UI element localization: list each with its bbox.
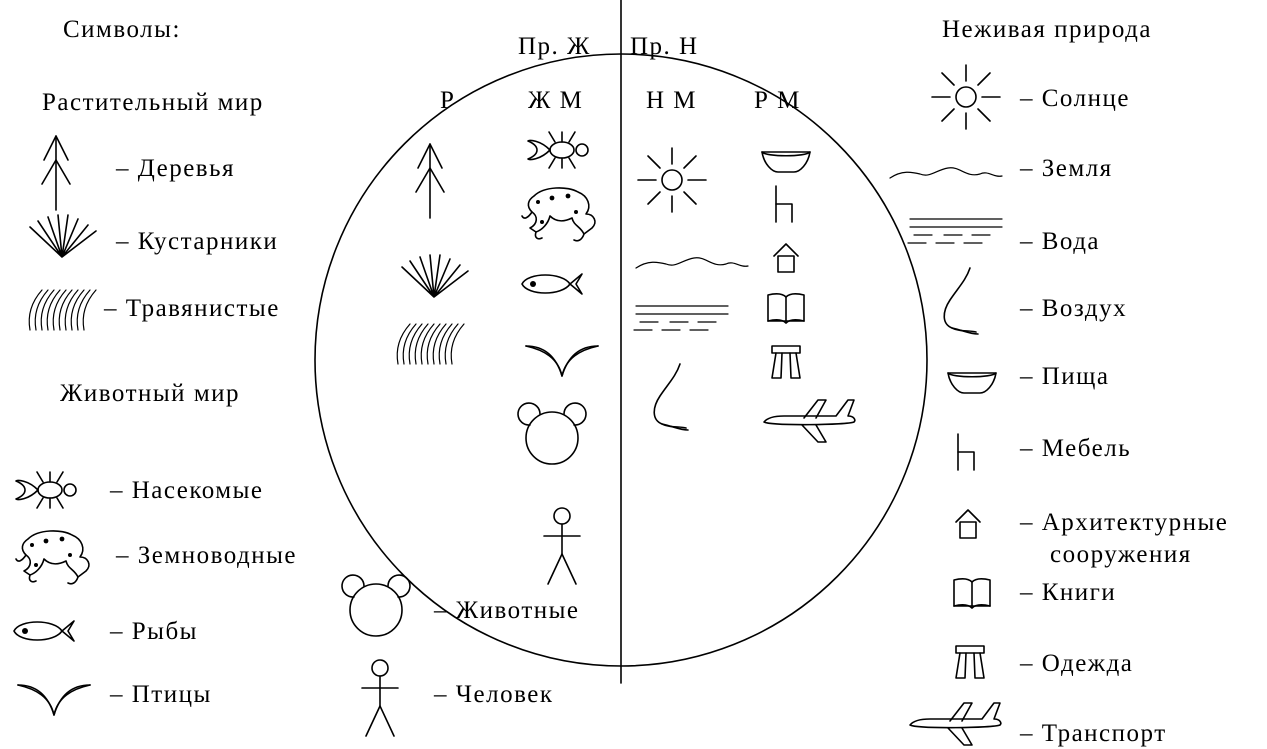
legend-architecture: – Архитектурные: [1019, 509, 1228, 536]
furniture-icon: [958, 434, 974, 470]
clothes-icon: [956, 646, 984, 678]
plant-world-title: Растительный мир: [42, 89, 264, 116]
human-icon: [544, 508, 580, 584]
legend-earth: – Земля: [1019, 155, 1113, 182]
frog-icon: [522, 188, 595, 241]
legend-trees: – Деревья: [115, 155, 235, 182]
food-icon: [762, 152, 810, 172]
water-icon: [634, 306, 728, 330]
label-pr-n: Пр. Н: [630, 33, 699, 60]
column-r-m: Р М: [754, 87, 801, 114]
legend-sun: – Солнце: [1019, 85, 1130, 112]
legend-shrubs: – Кустарники: [115, 228, 278, 255]
food-icon: [948, 373, 996, 393]
airplane-icon: [910, 703, 1001, 745]
legend-architecture-line2: сооружения: [1050, 541, 1192, 568]
nonliving-nature-title: Неживая природа: [942, 16, 1152, 43]
column-n-m: Н М: [646, 87, 697, 114]
legend-herbs: – Травянистые: [103, 295, 280, 322]
legend-water: – Вода: [1019, 228, 1100, 255]
air-icon: [654, 364, 688, 430]
book-icon: [954, 579, 990, 608]
insect-icon: [16, 472, 76, 508]
legend-amphibians: – Земноводные: [115, 542, 297, 569]
frog-icon: [16, 531, 89, 584]
label-pr-zh: Пр. Ж: [518, 33, 591, 60]
furniture-icon: [776, 186, 792, 222]
legend-food: – Пища: [1019, 363, 1110, 390]
house-icon: [774, 244, 798, 272]
bird-icon: [526, 346, 598, 376]
sun-icon: [638, 148, 706, 212]
water-icon: [908, 219, 1002, 243]
human-icon: [362, 660, 398, 736]
air-icon: [944, 268, 978, 334]
legend-clothes: – Одежда: [1019, 650, 1133, 677]
legend-insects: – Насекомые: [109, 477, 264, 504]
grass-icon: [29, 290, 96, 330]
legend-books: – Книги: [1019, 579, 1116, 606]
animal-icon: [342, 575, 410, 636]
shrub-icon: [402, 255, 468, 297]
legend-air: – Воздух: [1019, 295, 1127, 322]
airplane-icon: [764, 400, 855, 442]
house-icon: [956, 510, 980, 538]
tree-icon: [416, 144, 444, 218]
animal-icon: [518, 403, 586, 464]
earth-icon: [636, 258, 748, 268]
sun-icon: [932, 65, 1000, 129]
legend-animals: – Животные: [433, 597, 580, 624]
grass-icon: [397, 324, 464, 364]
earth-icon: [890, 168, 1002, 178]
symbols-title: Символы:: [63, 16, 181, 43]
insect-icon: [528, 132, 588, 168]
clothes-icon: [772, 346, 800, 378]
legend-transport: – Транспорт: [1019, 720, 1167, 747]
tree-icon: [42, 136, 70, 210]
fish-icon: [14, 621, 74, 641]
fish-icon: [522, 274, 582, 294]
book-icon: [768, 294, 804, 323]
legend-birds: – Птицы: [109, 681, 212, 708]
animal-world-title: Животный мир: [60, 380, 240, 407]
legend-fish: – Рыбы: [109, 618, 198, 645]
shrub-icon: [30, 215, 96, 257]
bird-icon: [18, 685, 90, 715]
legend-human: – Человек: [433, 681, 553, 708]
column-zh-m: Ж М: [528, 87, 583, 114]
column-r: Р: [440, 87, 455, 114]
legend-furniture: – Мебель: [1019, 435, 1131, 462]
